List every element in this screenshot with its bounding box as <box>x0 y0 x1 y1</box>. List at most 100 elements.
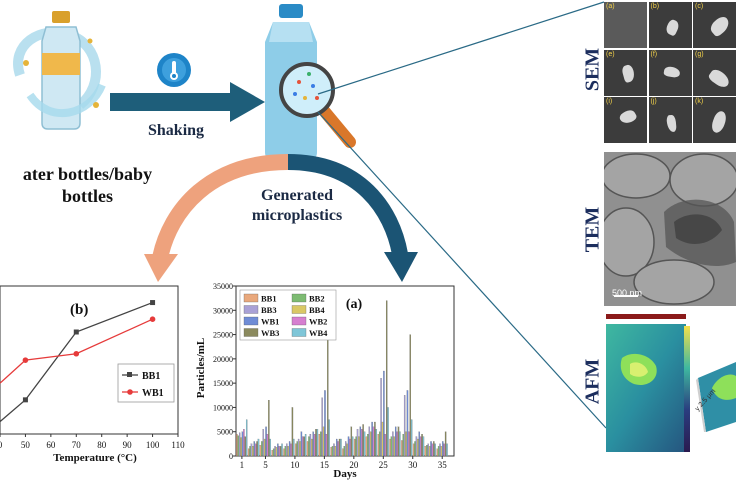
chart-a-bar-wb4 <box>340 438 342 457</box>
afm-image-2d <box>606 324 686 452</box>
chart-a-bar-wb3 <box>279 446 282 457</box>
chart-a-legend-label: BB1 <box>261 294 277 304</box>
chart-a-bar-bb2 <box>378 431 381 457</box>
chart-a-bar-wb3 <box>338 438 341 457</box>
chart-a-bar-wb1 <box>336 438 338 457</box>
chart-a-bar-bb2 <box>284 446 287 457</box>
chart-a-legend-swatch <box>291 328 307 337</box>
chart-a-legend-label: BB4 <box>309 305 325 315</box>
chart-a-bar-bb2 <box>320 431 322 457</box>
chart-a-bar-bb1 <box>330 447 332 457</box>
afm-colorbar-side <box>684 326 690 452</box>
chart-a-bar-bb1 <box>247 448 250 457</box>
chart-a-xtick: 30 <box>408 460 418 470</box>
chart-a-bar-bb4 <box>381 421 384 457</box>
chart-a-bar-wb2 <box>431 443 434 457</box>
chart-a-bar-wb4 <box>316 429 319 457</box>
chart-a-bar-bb1 <box>306 441 309 457</box>
chart-a-bar-wb1 <box>277 443 279 457</box>
sem-panel: (b) <box>648 2 692 48</box>
chart-a-bar-bb3 <box>250 443 253 457</box>
chart-b-xtick: 80 <box>97 440 107 450</box>
chart-a-bar-bb3 <box>403 395 406 457</box>
chart-a-bar-wb4 <box>245 419 248 457</box>
chart-b-point <box>73 329 79 335</box>
chart-a-bar-wb4 <box>363 431 366 457</box>
sem-panel-letter: (e) <box>606 50 615 58</box>
chart-a-xtick: 15 <box>320 460 330 470</box>
chart-a-bar-bb3 <box>380 378 382 457</box>
chart-a-bar-bb1 <box>377 434 379 457</box>
chart-a-bar-bb1 <box>295 443 297 457</box>
chart-a-bar-bb3 <box>356 429 359 457</box>
chart-a-bar-wb4 <box>257 438 260 457</box>
chart-a-xtick: 35 <box>438 460 448 470</box>
chart-b-line-bb1 <box>0 301 153 423</box>
thermometer-icon <box>156 52 192 88</box>
chart-b-point <box>73 350 80 357</box>
chart-a-bar-bb1 <box>283 448 285 457</box>
chart-a-bar-bb3 <box>439 443 441 457</box>
chart-a-bar-wb3 <box>303 436 305 457</box>
chart-a-bar-wb4 <box>375 429 378 457</box>
chart-a-bar-bb4 <box>334 446 337 457</box>
chart-a-bar-bb2 <box>402 434 404 457</box>
afm-label: AFM <box>581 358 604 405</box>
chart-a-bar-bb3 <box>368 426 371 457</box>
chart-a-bar-bb4 <box>311 438 313 457</box>
chart-a-bar-wb1 <box>347 436 350 457</box>
chart-a-bar-wb2 <box>337 441 339 457</box>
chart-a-bar-wb2 <box>325 434 328 457</box>
chart-a-bar-wb1 <box>265 426 267 457</box>
chart-a-legend-label: BB2 <box>309 294 325 304</box>
chart-a-bar-bb4 <box>358 436 360 457</box>
chart-a-bar-bb2 <box>261 441 263 457</box>
chart-a-bar-wb1 <box>394 426 397 457</box>
chart-a-bar-bb3 <box>427 443 429 457</box>
chart-a-bar-wb3 <box>256 441 258 457</box>
chart-a-bar-wb3 <box>315 429 317 457</box>
chart-a-bar-bb2 <box>390 436 393 457</box>
chart-a-bar-wb2 <box>243 429 245 457</box>
chart-a-bar-bb1 <box>354 438 356 457</box>
chart-a-legend-swatch <box>291 316 307 326</box>
chart-a-bar-wb4 <box>281 443 283 457</box>
chart-a-bar-bb1 <box>236 434 238 457</box>
chart-a-ytick: 5000 <box>217 428 233 437</box>
bottle-caption-line2: bottles <box>62 186 113 206</box>
chart-a-legend-swatch <box>291 293 307 303</box>
chart-b-legend-bb1: BB1 <box>142 371 160 382</box>
chart-b-point <box>150 300 156 306</box>
chart-a-bar-wb1 <box>418 431 420 457</box>
chart-a-bar-bb4 <box>275 447 278 457</box>
chart-a-xtick: 20 <box>349 460 359 470</box>
chart-a-bar-wb1 <box>406 390 409 457</box>
chart-a-bar-bb3 <box>321 397 323 457</box>
chart-a-legend-label: BB3 <box>261 305 277 315</box>
sem-particle <box>709 109 729 135</box>
chart-a-xtick: 5 <box>263 460 268 470</box>
chart-a-bar-bb1 <box>389 438 391 457</box>
sem-panel: (f) <box>648 49 692 96</box>
chart-a-bar-bb4 <box>346 443 348 457</box>
chart-b-legend: BB1 WB1 <box>117 363 175 403</box>
chart-a-bar-wb2 <box>443 443 445 457</box>
chart-a-bar-bb1 <box>436 448 438 457</box>
chart-a-bar-bb2 <box>272 448 275 457</box>
chart-a-ytick: 35000 <box>213 282 233 291</box>
chart-a-bar-bb4 <box>322 426 325 457</box>
chart-a-bar-wb1 <box>241 431 244 457</box>
chart-a-bar-wb3 <box>362 424 364 457</box>
chart-b-xtick: 60 <box>46 440 56 450</box>
chart-a-bar-wb2 <box>254 443 257 457</box>
chart-b-point <box>149 316 156 322</box>
chart-a-bar-wb1 <box>371 421 373 457</box>
chart-a-bar-bb1 <box>412 443 415 457</box>
sem-particle <box>665 114 677 133</box>
chart-a-bar-wb1 <box>288 441 291 457</box>
chart-a-bar-bb3 <box>392 431 394 457</box>
chart-a-bar-bb3 <box>238 432 241 457</box>
chart-a-bar-bb4 <box>417 438 419 457</box>
chart-b-point <box>22 397 28 403</box>
